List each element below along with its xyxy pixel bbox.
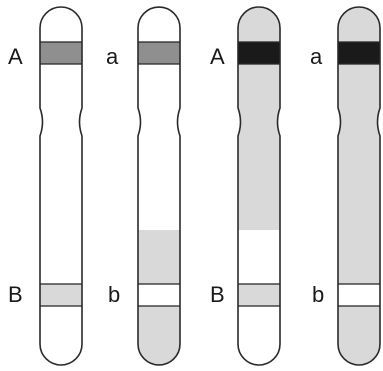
chr1-chromosome (39, 6, 83, 366)
chr2-fill-group (138, 7, 180, 365)
chr1-top-label: A (8, 44, 23, 69)
chr4-chromosome (337, 6, 381, 366)
chr2-bottom-band (138, 283, 180, 307)
chr3-top-label: A (210, 44, 225, 69)
label-layer: A a A a B b B b (8, 44, 324, 307)
chr1-outline (39, 6, 83, 366)
chr2-outline (137, 6, 181, 366)
chr3-bottom-band (238, 283, 280, 307)
chr4-bottom-band (338, 283, 380, 307)
chr4-top-label: a (310, 44, 323, 69)
chr3-top-band (238, 41, 280, 65)
chr1-fill-group (40, 7, 82, 365)
chr3-bottom-label: B (210, 282, 225, 307)
chr3-fill-group (238, 7, 280, 365)
chr2-bottom-label: b (108, 282, 120, 307)
chr2-top-band (138, 41, 180, 65)
chr1-top-band (40, 41, 82, 65)
chr2-chromosome (137, 6, 181, 366)
chr2-top-label: a (106, 44, 119, 69)
chr4-bottom-label: b (312, 282, 324, 307)
chr3-chromosome (237, 6, 281, 366)
chr3-outline (237, 6, 281, 366)
chr4-outline (337, 6, 381, 366)
chr1-bottom-label: B (8, 282, 23, 307)
chr4-top-band (338, 41, 380, 65)
chr3-upper-shading (238, 7, 280, 230)
chromosome-layer (39, 6, 381, 366)
chr4-upper-shading (338, 7, 380, 230)
chr4-fill-group (338, 7, 380, 365)
chr1-bottom-band (40, 283, 82, 307)
